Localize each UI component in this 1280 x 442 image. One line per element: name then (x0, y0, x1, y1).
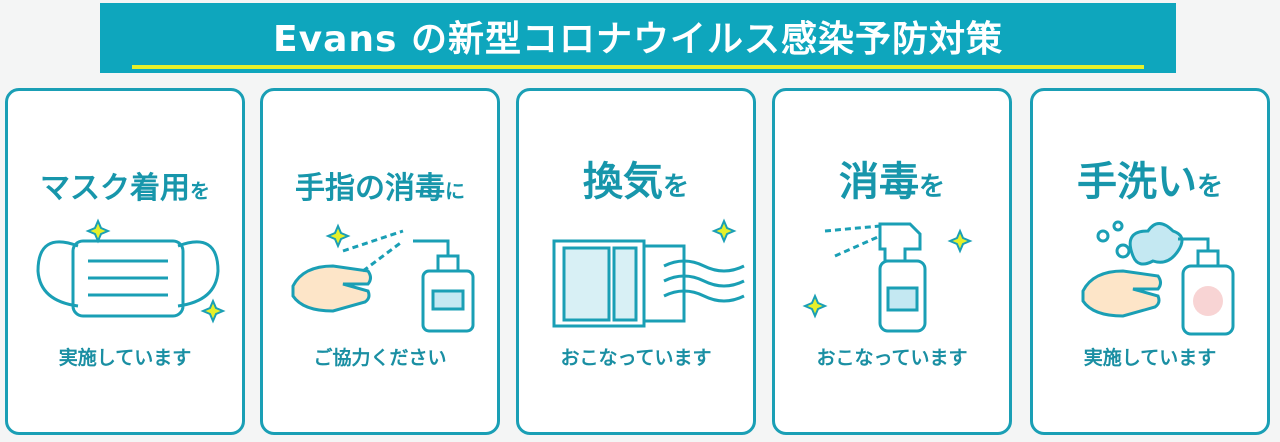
heading-particle: を (190, 179, 210, 203)
card-footer: ご協力ください (313, 347, 447, 369)
heading-particle: を (1196, 172, 1223, 202)
card-disinfection: 消毒を おこなっています (772, 88, 1012, 435)
heading-particle: に (445, 179, 465, 203)
window-ventilation-icon (552, 218, 745, 328)
card-heading: 手洗いを (1033, 149, 1267, 207)
heading-main: マスク着用 (40, 171, 190, 206)
card-footer: おこなっています (560, 347, 712, 369)
card-footer: 実施しています (58, 347, 192, 369)
heading-main: 手指の消毒 (295, 171, 445, 206)
mask-icon (36, 218, 226, 324)
card-heading: 換気を (519, 149, 753, 207)
title-underline (132, 65, 1144, 69)
card-heading: 消毒を (775, 149, 1009, 207)
card-ventilation: 換気を おこなっています (516, 88, 756, 435)
heading-main: 手洗い (1076, 159, 1197, 205)
card-heading: マスク着用を (8, 163, 242, 207)
title-banner: Evans の新型コロナウイルス感染予防対策 (100, 3, 1176, 73)
spray-bottle-icon (802, 222, 973, 333)
card-mask: マスク着用を 実施しています (5, 88, 245, 435)
heading-particle: を (662, 172, 689, 202)
card-hand-sanitizer: 手指の消毒に ご協力ください (260, 88, 500, 435)
banner-title: Evans の新型コロナウイルス感染予防対策 (273, 19, 1003, 60)
card-heading: 手指の消毒に (263, 163, 497, 207)
card-hand-washing: 手洗いを 実施しています (1030, 88, 1270, 435)
hand-wash-icon (1081, 220, 1235, 336)
heading-particle: を (918, 172, 945, 202)
card-footer: おこなっています (816, 347, 968, 369)
heading-main: 換気 (582, 159, 663, 205)
heading-main: 消毒 (838, 159, 919, 205)
card-footer: 実施しています (1083, 347, 1217, 369)
hand-sanitizer-icon (291, 223, 475, 333)
